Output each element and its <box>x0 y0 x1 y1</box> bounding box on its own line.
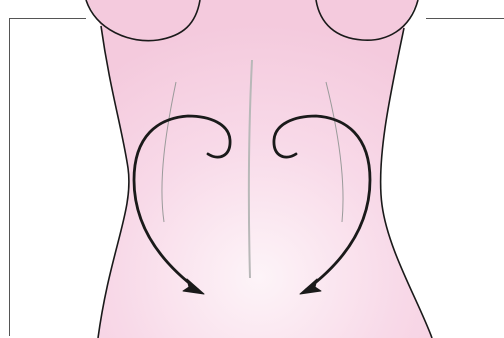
torso-body <box>86 0 432 338</box>
